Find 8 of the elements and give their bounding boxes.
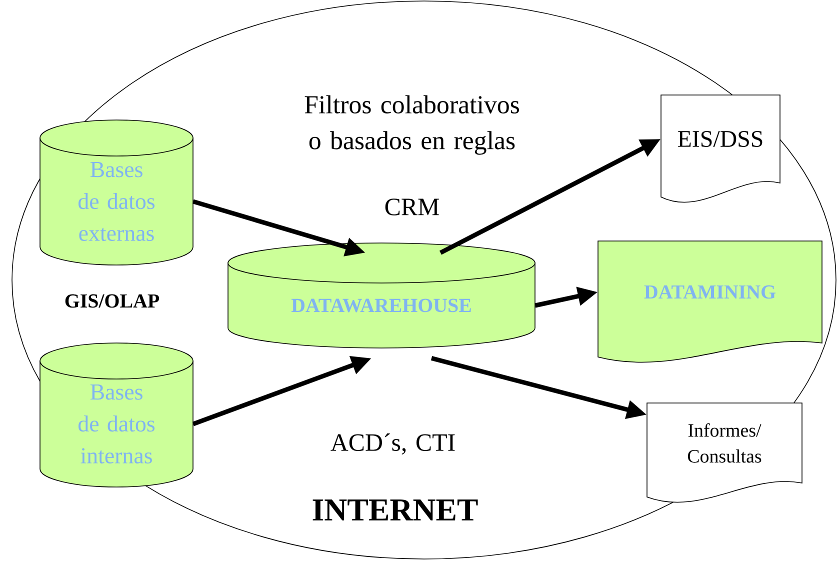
database-cylinder: Bases de datos externas — [40, 120, 194, 266]
text-label: CRM — [385, 198, 439, 216]
text-label: INTERNET — [312, 500, 478, 520]
text-label: GIS/OLAP — [65, 294, 160, 308]
database-cylinder: DATAWAREHOUSE — [228, 242, 536, 348]
text-label: Filtros colaborativos o basados en reglas — [304, 95, 519, 155]
database-cylinder: Bases de datos internas — [40, 342, 194, 488]
text-label: ACD´s, CTI — [330, 433, 455, 455]
